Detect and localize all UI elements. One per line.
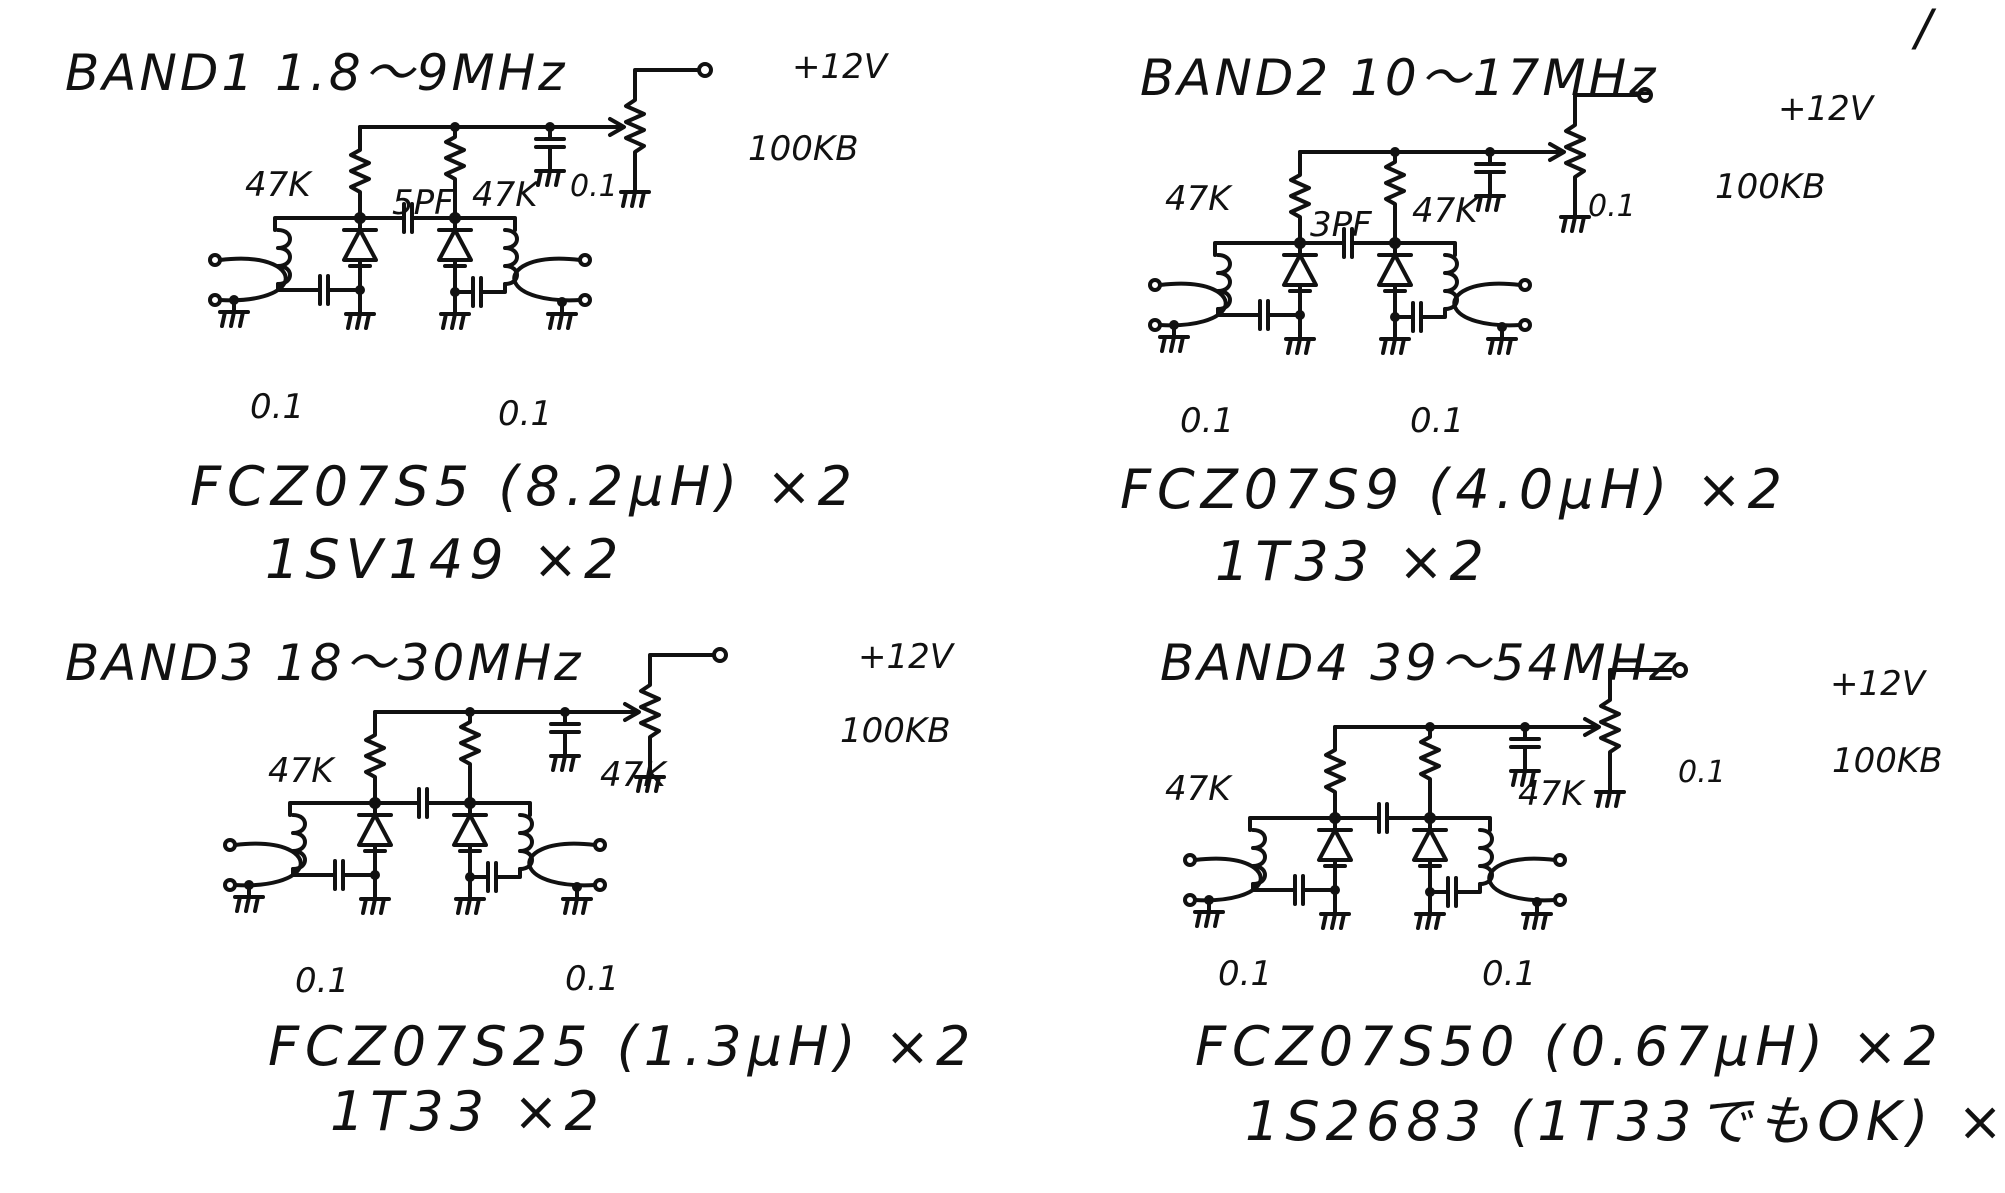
band-2-bias-left: 47K <box>1165 179 1233 219</box>
band-4-coil-spec: FCZ07S50 (0.67μH) ×2 <box>1195 1015 1944 1078</box>
band-3-diode-spec: 1T33 ×2 <box>330 1080 605 1143</box>
band-2-cap-right: 0.1 <box>1410 401 1464 441</box>
band-3-pot: 100KB <box>840 711 951 751</box>
band-1-panel: BAND1 1.8～9MHz +12V 100KB 47K 47K 5PF 0.… <box>65 44 890 591</box>
band-1-coil-spec: FCZ07S5 (8.2μH) ×2 <box>190 455 858 518</box>
band-1-supply: +12V <box>792 47 890 87</box>
band-3-panel: BAND3 18～30MHz +12V 100KB 47K 47K 0.1 0.… <box>65 634 976 1143</box>
band-4-bypass-cap: 0.1 <box>1678 755 1726 790</box>
band-4-cap-right: 0.1 <box>1482 954 1536 994</box>
band-4-panel: BAND4 39～54MHz +12V 100KB 47K 47K 0.1 0.… <box>1160 634 2005 1153</box>
corner-mark: / <box>1911 0 1937 57</box>
band-1-coupling-cap: 5PF <box>392 183 454 223</box>
band-3-cap-left: 0.1 <box>295 961 349 1001</box>
band-2-title: BAND2 10～17MHz <box>1140 49 1658 107</box>
band-1-cap-right: 0.1 <box>498 394 552 434</box>
band-4-title: BAND4 39～54MHz <box>1160 634 1678 692</box>
band-4-diode-spec: 1S2683 (1T33でもOK) ×2 <box>1245 1090 2005 1153</box>
band-4-supply: +12V <box>1830 664 1928 704</box>
band-3-bias-right: 47K <box>600 755 668 795</box>
band-2-coil-spec: FCZ07S9 (4.0μH) ×2 <box>1120 458 1788 521</box>
band-2-cap-left: 0.1 <box>1180 401 1234 441</box>
band-2-supply: +12V <box>1778 89 1876 129</box>
band-2-coupling-cap: 3PF <box>1310 205 1372 245</box>
band-4-cap-left: 0.1 <box>1218 954 1272 994</box>
band-2-pot: 100KB <box>1715 167 1826 207</box>
band-3-supply: +12V <box>858 637 956 677</box>
band-3-cap-right: 0.1 <box>565 959 619 999</box>
band-2-panel: BAND2 10～17MHz +12V 100KB 47K 47K 3PF 0.… <box>1120 49 1876 593</box>
band-2-bias-right: 47K <box>1412 191 1480 231</box>
band-3-title: BAND3 18～30MHz <box>65 634 583 692</box>
band-2-bypass-cap: 0.1 <box>1588 189 1636 224</box>
band-4-pot: 100KB <box>1832 741 1943 781</box>
band-4-circuit <box>1185 664 1686 928</box>
band-2-circuit <box>1150 89 1651 353</box>
band-1-diode-spec: 1SV149 ×2 <box>265 528 624 591</box>
band-3-coil-spec: FCZ07S25 (1.3μH) ×2 <box>268 1015 976 1078</box>
band-1-bypass-cap: 0.1 <box>570 169 618 204</box>
band-4-bias-right: 47K <box>1518 774 1586 814</box>
band-2-diode-spec: 1T33 ×2 <box>1215 530 1490 593</box>
band-3-bias-left: 47K <box>268 751 336 791</box>
band-1-title: BAND1 1.8～9MHz <box>65 44 567 102</box>
band-4-bias-left: 47K <box>1165 769 1233 809</box>
band-1-bias-left: 47K <box>245 165 313 205</box>
band-1-bias-right: 47K <box>472 175 540 215</box>
band-1-cap-left: 0.1 <box>250 387 304 427</box>
band-1-pot: 100KB <box>748 129 859 169</box>
